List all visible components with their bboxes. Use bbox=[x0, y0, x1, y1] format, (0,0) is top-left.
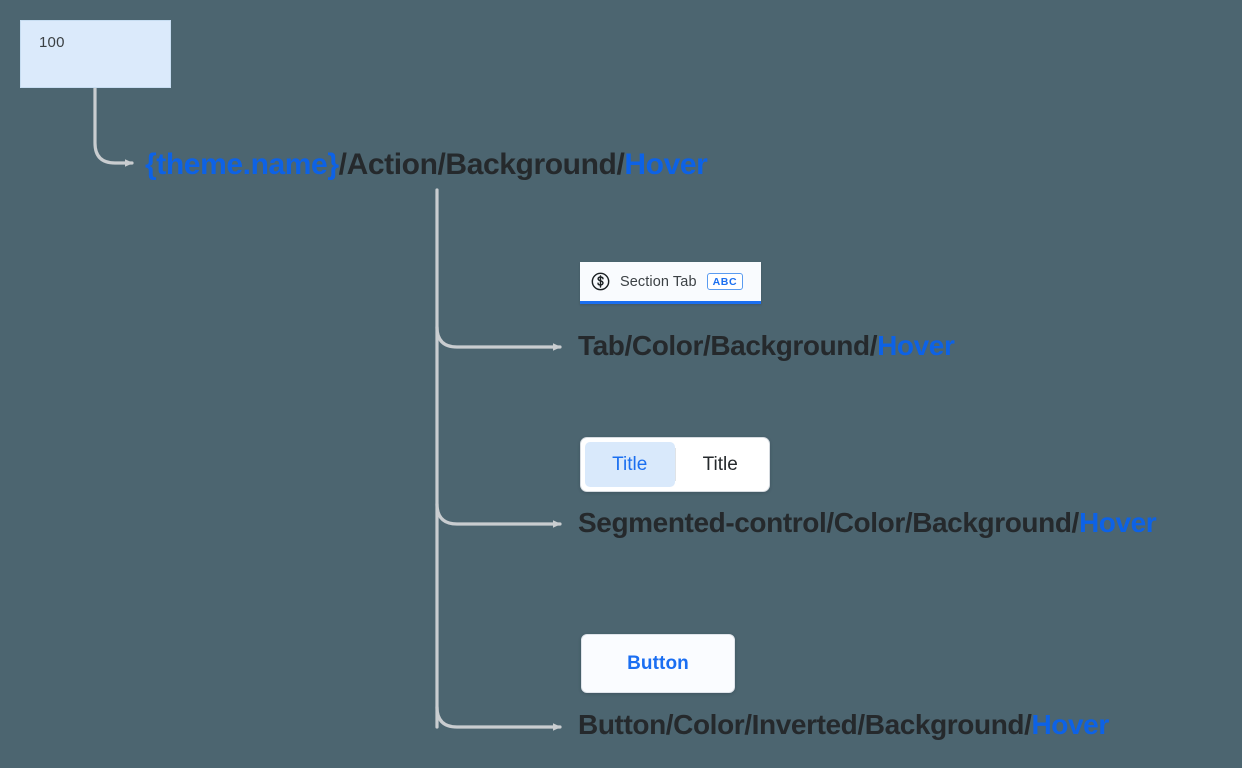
segment-option-2-label: Title bbox=[702, 453, 738, 475]
tab-token-state: Hover bbox=[877, 330, 955, 361]
button-component[interactable]: Button bbox=[581, 634, 735, 693]
root-token-name: {theme.name} bbox=[145, 148, 339, 181]
section-tab-badge: ABC bbox=[706, 272, 744, 291]
value-node[interactable]: 100 bbox=[20, 20, 171, 88]
wire-branch-tab bbox=[435, 325, 562, 351]
wire-value-to-root bbox=[93, 86, 134, 167]
tab-token-prefix: Tab/Color/Background/ bbox=[578, 330, 878, 361]
segment-divider bbox=[674, 448, 676, 481]
segment-option-2[interactable]: Title bbox=[676, 442, 766, 487]
button-token-prefix: Button/Color/Inverted/Background/ bbox=[578, 709, 1032, 740]
segment-option-1-label: Title bbox=[612, 453, 648, 475]
section-tab-label: Section Tab bbox=[620, 273, 697, 290]
root-token-middle: Action/Background/ bbox=[346, 148, 625, 181]
root-token-path: {theme.name}/Action/Background/Hover bbox=[145, 148, 708, 182]
value-node-value: 100 bbox=[39, 34, 65, 51]
segmented-control-token-prefix: Segmented-control/Color/Background/ bbox=[578, 507, 1079, 538]
dollar-circle-icon bbox=[591, 272, 610, 291]
button-label: Button bbox=[627, 652, 689, 674]
segmented-control-token-state: Hover bbox=[1078, 507, 1157, 538]
segmented-control-token-path: Segmented-control/Color/Background/Hover bbox=[578, 507, 1157, 539]
root-token-separator: / bbox=[338, 148, 347, 181]
wire-branch-segmented-control bbox=[435, 502, 562, 528]
button-token-state: Hover bbox=[1031, 709, 1109, 740]
button-token-path: Button/Color/Inverted/Background/Hover bbox=[578, 709, 1109, 741]
root-token-state: Hover bbox=[624, 148, 708, 181]
segment-option-1[interactable]: Title bbox=[585, 442, 675, 487]
segmented-control-component[interactable]: Title Title bbox=[580, 437, 770, 492]
section-tab-component[interactable]: Section Tab ABC bbox=[580, 262, 761, 304]
tab-token-path: Tab/Color/Background/Hover bbox=[578, 330, 955, 362]
wire-branch-button bbox=[435, 705, 562, 731]
